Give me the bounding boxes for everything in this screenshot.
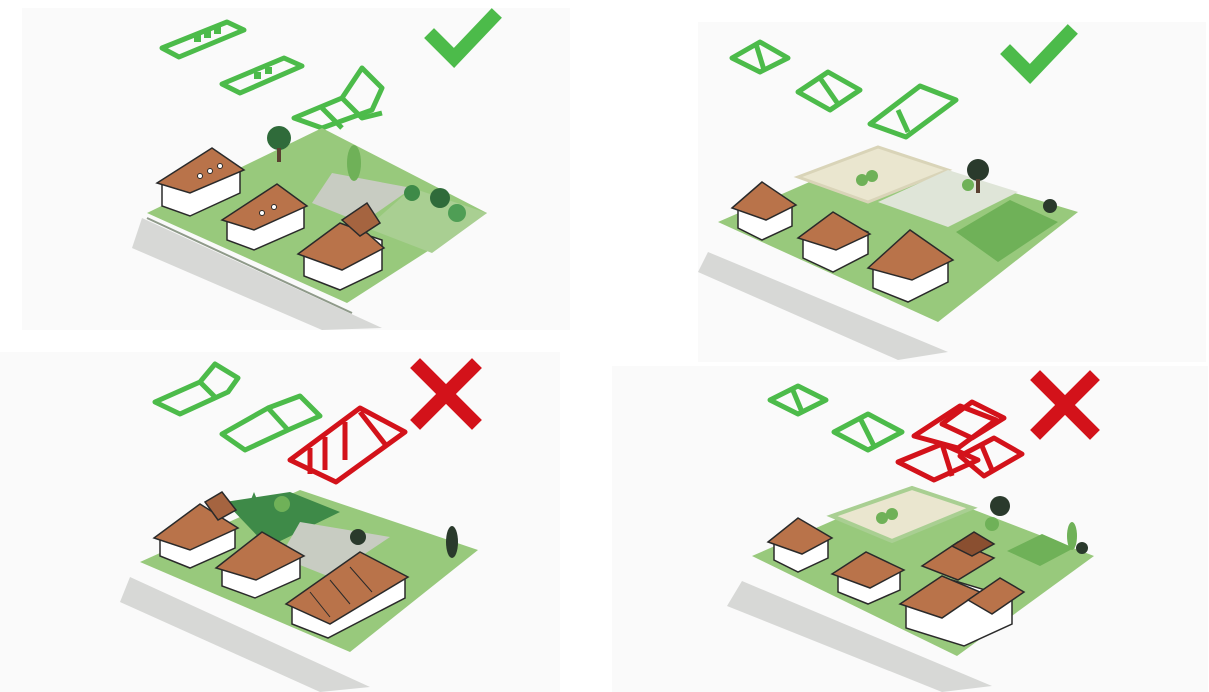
cross-gable-roof-icon <box>294 68 382 128</box>
cross-gable-roof-icon <box>155 364 238 414</box>
roof-outline-icons <box>770 386 1022 480</box>
checkmark-icon <box>434 18 492 58</box>
gable-roof-icon <box>222 58 302 93</box>
panel-bottom-left <box>0 352 560 692</box>
panel-top-right <box>698 22 1206 362</box>
roof-outline-icons <box>155 364 405 482</box>
cross-gable-roof-icon <box>222 396 320 450</box>
cross-icon <box>420 368 472 420</box>
hip-roof-icon <box>770 386 826 414</box>
hip-roof-icon <box>732 42 788 72</box>
cross-icon <box>1040 380 1090 430</box>
gable-roof-icon <box>162 22 244 57</box>
checkmark-icon <box>1010 34 1068 74</box>
complex-hip-roof-icon <box>898 402 1022 480</box>
hip-roof-icon <box>834 414 902 450</box>
hip-roof-icon <box>870 86 956 137</box>
panel-top-left <box>22 8 570 330</box>
panel-bottom-right <box>612 366 1208 692</box>
roof-outline-icons <box>732 42 956 137</box>
roof-outline-icons <box>162 22 382 128</box>
hip-roof-icon <box>798 72 860 110</box>
